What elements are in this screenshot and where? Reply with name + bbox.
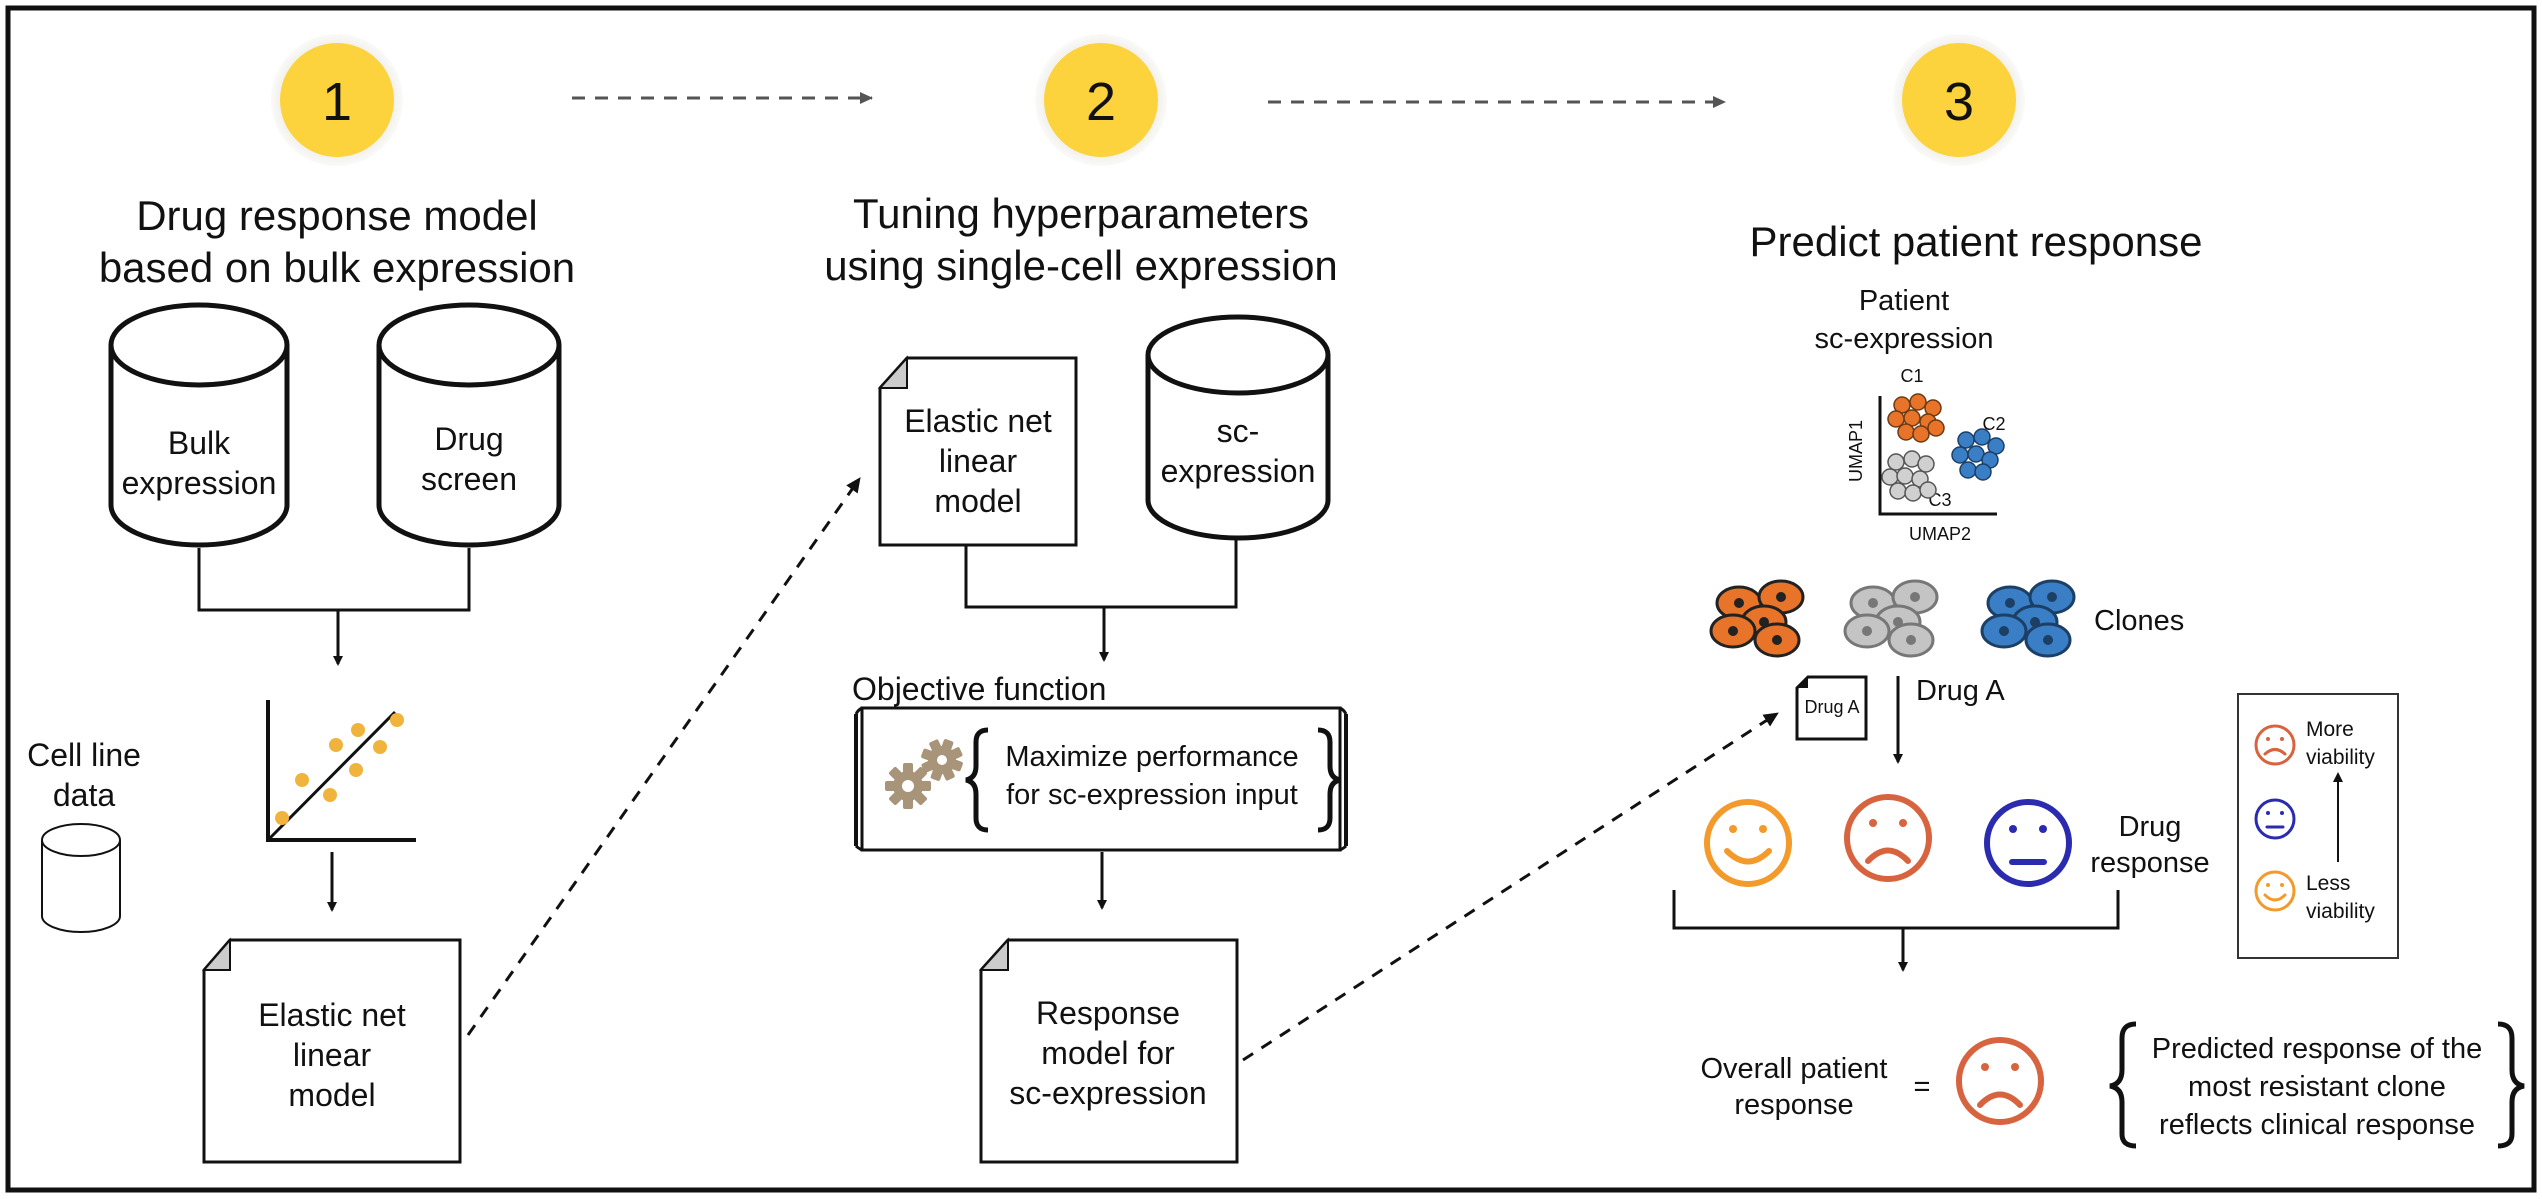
merge-connector — [197, 548, 471, 612]
clones-label: Clones — [2094, 605, 2184, 637]
step-1-badge: 1 — [271, 34, 403, 166]
equals-sign: = — [1914, 1071, 1931, 1103]
left-brace — [965, 727, 989, 833]
cell-line-data-label: Cell line — [27, 737, 141, 773]
svg-text:sc-expression: sc-expression — [1009, 1075, 1206, 1111]
umap-plot: UMAP1 UMAP2 C1 C2 C3 — [1846, 366, 2006, 544]
step-2-title: using single-cell expression — [824, 242, 1338, 289]
merge-connector — [1672, 890, 2120, 930]
viability-legend: More viability Less viability — [2237, 693, 2399, 959]
step-1-title: based on bulk expression — [99, 244, 575, 291]
svg-text:model: model — [934, 483, 1021, 519]
merge-connector — [964, 540, 1238, 609]
drug-response-label: response — [2090, 847, 2209, 879]
figure-frame — [5, 5, 2537, 1193]
drug-a-document-icon: Drug A — [1795, 675, 1868, 741]
sad-face-icon — [1844, 794, 1932, 882]
regression-plot — [266, 700, 416, 842]
objective-function-box: Maximize performance for sc-expression i… — [854, 706, 1348, 852]
svg-text:model: model — [288, 1077, 375, 1113]
cluster-c1 — [1887, 393, 1945, 443]
sad-face-icon — [1956, 1037, 2044, 1125]
svg-text:model for: model for — [1041, 1035, 1175, 1071]
clone-gray — [1843, 579, 1939, 658]
drug-response-label: Drug — [2119, 811, 2182, 843]
svg-text:for sc-expression input: for sc-expression input — [1006, 779, 1298, 811]
clone-orange — [1709, 579, 1805, 658]
svg-text:Elastic net: Elastic net — [904, 403, 1052, 439]
legend-more-viability: More — [2306, 718, 2354, 741]
neutral-face-icon — [1984, 799, 2072, 887]
neutral-face-icon — [2254, 798, 2296, 840]
dashed-transfer-arrow — [466, 477, 862, 1036]
overall-patient-response-label: Overall patient — [1701, 1053, 1888, 1085]
left-brace — [2109, 1021, 2137, 1149]
overall-patient-response-label: response — [1734, 1089, 1853, 1121]
cell-line-data-label: data — [53, 777, 115, 813]
dashed-transfer-arrow — [1242, 711, 1779, 1062]
database-bulk-expression: Bulk expression — [108, 302, 290, 548]
svg-text:Elastic net: Elastic net — [258, 997, 406, 1033]
step-number: 1 — [322, 72, 352, 132]
svg-text:screen: screen — [421, 461, 517, 497]
cluster-c2 — [1951, 428, 2005, 481]
conclusion-text: Predicted response of the — [2152, 1033, 2482, 1065]
happy-face-icon — [2254, 870, 2296, 912]
svg-text:sc-: sc- — [1217, 413, 1260, 449]
sad-face-icon — [2254, 724, 2296, 766]
umap-x-axis-label: UMAP2 — [1909, 524, 1971, 544]
gears-icon — [885, 739, 963, 809]
step-circle — [1044, 43, 1158, 157]
right-brace — [2497, 1021, 2525, 1149]
cluster-label-c2: C2 — [1982, 414, 2005, 434]
legend-less-viability: viability — [2306, 900, 2375, 923]
step-1-title: Drug response model — [136, 192, 538, 239]
drug-a-label: Drug A — [1916, 675, 2005, 707]
happy-face-icon — [1704, 799, 1792, 887]
database-drug-screen: Drug screen — [376, 302, 562, 548]
svg-text:Bulk: Bulk — [168, 425, 231, 461]
right-brace — [1317, 727, 1341, 833]
svg-text:expression: expression — [1161, 453, 1316, 489]
document-elastic-net-model-1: Elastic net linear model — [201, 937, 462, 1164]
umap-y-axis-label: UMAP1 — [1846, 420, 1866, 482]
step-number: 2 — [1086, 72, 1116, 132]
clone-blue — [1980, 579, 2076, 658]
svg-text:Maximize performance: Maximize performance — [1005, 741, 1298, 773]
document-response-model: Response model for sc-expression — [978, 937, 1239, 1164]
step-circle — [280, 43, 394, 157]
step-number: 3 — [1944, 72, 1974, 132]
document-elastic-net-model-2: Elastic net linear model — [877, 355, 1078, 547]
legend-more-viability: viability — [2306, 746, 2375, 769]
step-2-title: Tuning hyperparameters — [853, 190, 1309, 237]
svg-text:linear: linear — [939, 443, 1018, 479]
legend-less-viability: Less — [2306, 872, 2350, 895]
conclusion-text: most resistant clone — [2188, 1071, 2446, 1103]
step-circle — [1902, 43, 2016, 157]
cell-line-database-icon — [41, 823, 121, 933]
patient-sc-expression-label: Patient — [1859, 285, 1949, 317]
step-3-title: Predict patient response — [1750, 218, 2203, 265]
patient-sc-expression-label: sc-expression — [1815, 323, 1994, 355]
conclusion-text: reflects clinical response — [2159, 1109, 2475, 1141]
cluster-c3 — [1881, 450, 1937, 502]
svg-text:expression: expression — [122, 465, 277, 501]
step-3-badge: 3 — [1893, 34, 2025, 166]
svg-text:linear: linear — [293, 1037, 372, 1073]
svg-text:Drug: Drug — [434, 421, 503, 457]
step-2-badge: 2 — [1035, 34, 1167, 166]
svg-text:Drug A: Drug A — [1804, 697, 1859, 717]
svg-text:Response: Response — [1036, 995, 1180, 1031]
database-sc-expression: sc- expression — [1145, 314, 1331, 541]
objective-function-label: Objective function — [852, 671, 1106, 707]
cluster-label-c1: C1 — [1900, 366, 1923, 386]
